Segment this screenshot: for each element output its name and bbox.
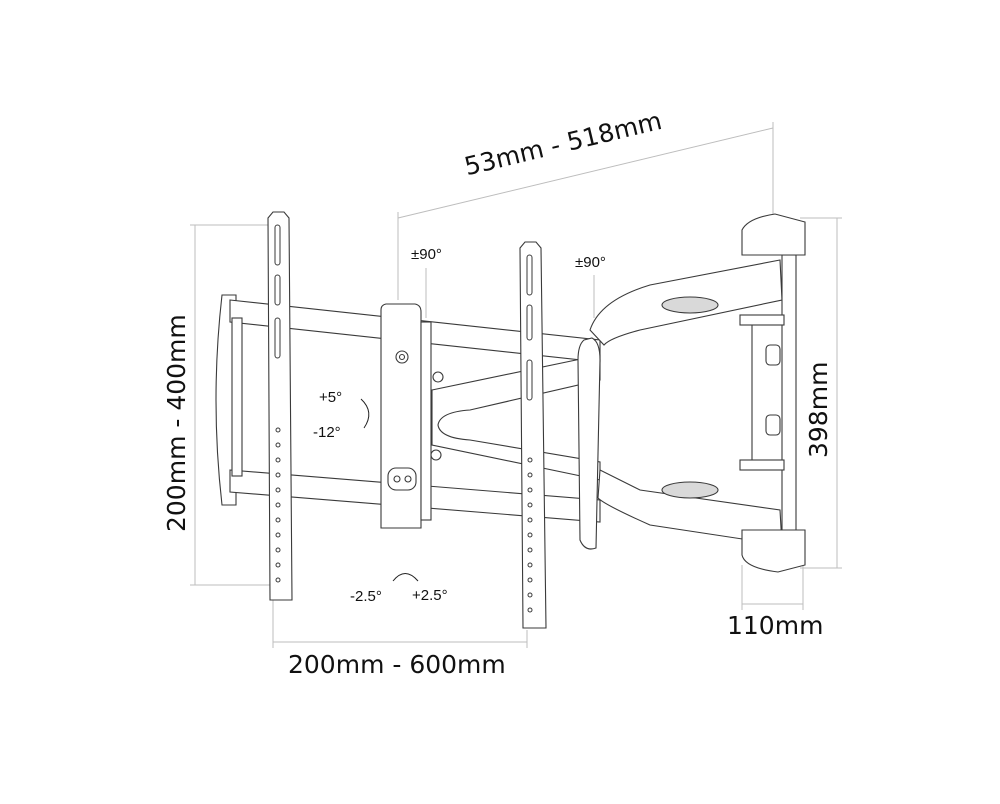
swivel-left-angle-label: ±90° <box>411 246 442 263</box>
rotation-arrows <box>360 398 419 582</box>
wall-plate-height-label: 398mm <box>804 361 833 458</box>
wall-plate-width-label: 110mm <box>727 611 824 640</box>
vesa-horizontal-dimension-label: 200mm - 600mm <box>288 650 506 679</box>
roll-left-angle-label: -2.5° <box>350 588 382 605</box>
tilt-up-angle-label: +5° <box>319 389 343 406</box>
vesa-slots <box>274 224 533 613</box>
swivel-right-angle-label: ±90° <box>575 254 606 271</box>
roll-right-angle-label: +2.5° <box>412 587 448 604</box>
tilt-down-angle-label: -12° <box>313 424 341 441</box>
mount-body <box>215 211 806 629</box>
dimension-lines <box>190 122 842 648</box>
vesa-vertical-dimension-label: 200mm - 400mm <box>162 314 191 532</box>
